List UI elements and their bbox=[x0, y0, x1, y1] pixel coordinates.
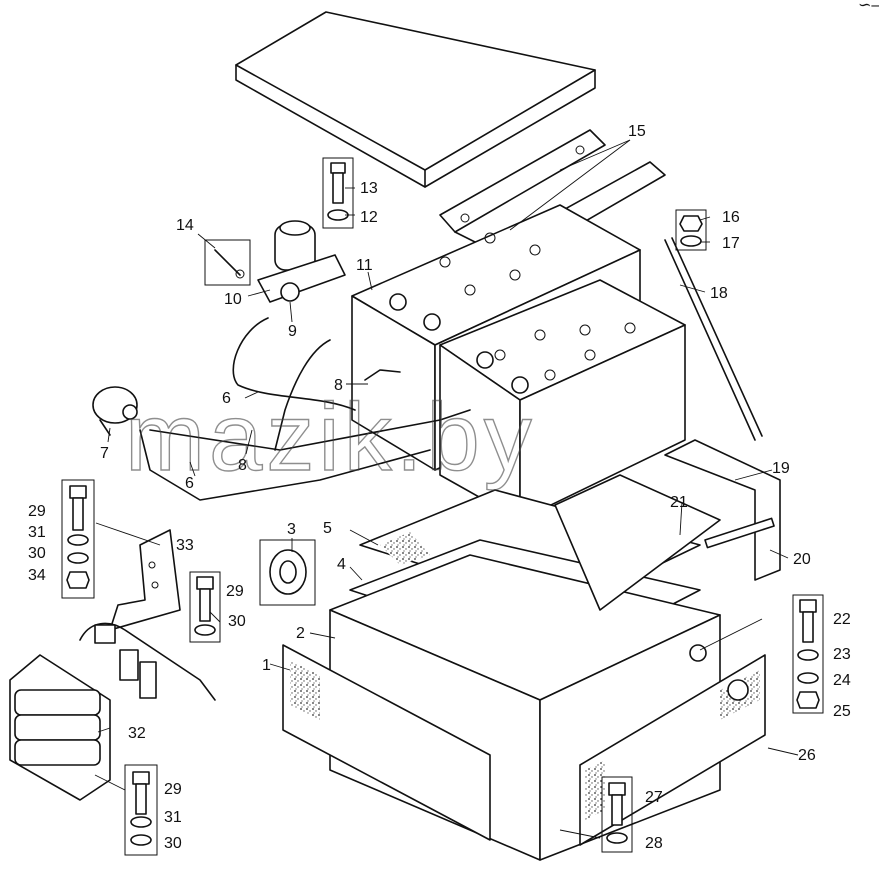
tie-rod bbox=[664, 237, 763, 441]
callout-17: 17 bbox=[722, 235, 740, 252]
callout-23: 23 bbox=[833, 646, 851, 663]
callout-31-left: 31 bbox=[28, 524, 46, 541]
side-panel-1 bbox=[282, 644, 491, 841]
callout-14: 14 bbox=[176, 217, 194, 234]
relay-7 bbox=[92, 386, 138, 436]
callout-30-bottom: 30 bbox=[164, 835, 182, 852]
callout-6-upper: 6 bbox=[222, 390, 231, 407]
callout-6-lower: 6 bbox=[185, 475, 194, 492]
callout-33: 33 bbox=[176, 537, 194, 554]
bolt-stack-27-28 bbox=[601, 776, 633, 853]
bolt-stack-29-30 bbox=[189, 571, 221, 643]
callout-30-mid: 30 bbox=[228, 613, 246, 630]
callout-9: 9 bbox=[288, 323, 297, 340]
callout-13: 13 bbox=[360, 180, 378, 197]
bolt-washer-stack-12-13 bbox=[322, 157, 354, 229]
corner-mark: ∽– bbox=[858, 0, 879, 14]
callout-26: 26 bbox=[798, 747, 816, 764]
battery-ground-switch bbox=[257, 220, 346, 303]
callout-21: 21 bbox=[670, 494, 688, 511]
callout-16: 16 bbox=[722, 209, 740, 226]
callout-18: 18 bbox=[710, 285, 728, 302]
bolt-stack-29-31-30-bottom bbox=[124, 764, 158, 856]
callout-20: 20 bbox=[793, 551, 811, 568]
callout-29-left: 29 bbox=[28, 503, 46, 520]
callout-24: 24 bbox=[833, 672, 851, 689]
callout-11: 11 bbox=[356, 257, 373, 274]
side-panel-26 bbox=[579, 654, 766, 846]
wiring-harness bbox=[79, 622, 216, 701]
callout-25: 25 bbox=[833, 703, 851, 720]
callout-27: 27 bbox=[645, 789, 663, 806]
bolt-stack-29-31-30-34 bbox=[61, 479, 95, 599]
callout-8-left: 8 bbox=[238, 457, 247, 474]
callout-8-right: 8 bbox=[334, 377, 343, 394]
leader-lines bbox=[94, 139, 799, 839]
callout-34: 34 bbox=[28, 567, 46, 584]
bolt-stack-22-25 bbox=[792, 594, 824, 714]
terminal-lead-14 bbox=[204, 239, 251, 286]
tray-plates bbox=[554, 439, 781, 611]
battery-cables bbox=[139, 317, 471, 501]
callout-12: 12 bbox=[360, 209, 378, 226]
callout-30-left: 30 bbox=[28, 545, 46, 562]
mounting-bracket bbox=[109, 529, 181, 631]
callout-28: 28 bbox=[645, 835, 663, 852]
grommet-3 bbox=[259, 539, 316, 606]
callout-29-mid: 29 bbox=[226, 583, 244, 600]
callout-4: 4 bbox=[337, 556, 346, 573]
callout-10: 10 bbox=[224, 291, 242, 308]
battery-cover-lid bbox=[235, 11, 596, 188]
callout-2: 2 bbox=[296, 625, 305, 642]
callout-19: 19 bbox=[772, 460, 790, 477]
nut-washer-stack-16-17 bbox=[675, 209, 707, 251]
callout-29-bottom: 29 bbox=[164, 781, 182, 798]
watermark-text: mazik.by bbox=[125, 384, 536, 491]
battery-front bbox=[439, 279, 686, 521]
callout-3: 3 bbox=[287, 521, 296, 538]
callout-labels: 1 2 3 4 5 6 6 7 8 8 9 10 11 12 13 14 15 … bbox=[28, 123, 851, 852]
callout-15: 15 bbox=[628, 123, 646, 140]
terminal-box bbox=[9, 654, 111, 801]
callout-22: 22 bbox=[833, 611, 851, 628]
callout-31-bottom: 31 bbox=[164, 809, 182, 826]
callout-5: 5 bbox=[323, 520, 332, 537]
callout-1: 1 bbox=[262, 657, 271, 674]
callout-32: 32 bbox=[128, 725, 146, 742]
callout-7: 7 bbox=[100, 445, 109, 462]
